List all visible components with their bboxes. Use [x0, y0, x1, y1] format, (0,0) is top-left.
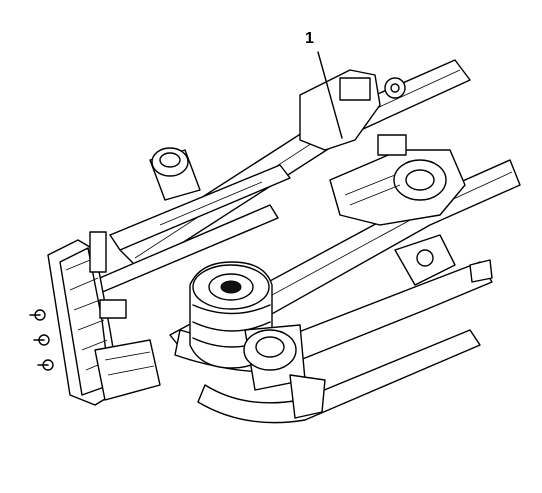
wheel-hub-assembly	[29, 231, 161, 406]
differential-housing	[329, 134, 466, 226]
upper-bracket	[299, 69, 406, 151]
callout-label-1: 1	[305, 30, 314, 47]
right-end-brackets	[394, 234, 493, 286]
bushing-mount-left	[149, 147, 201, 201]
bushing-mount-right	[243, 324, 326, 419]
callout-leader-1	[317, 51, 343, 139]
